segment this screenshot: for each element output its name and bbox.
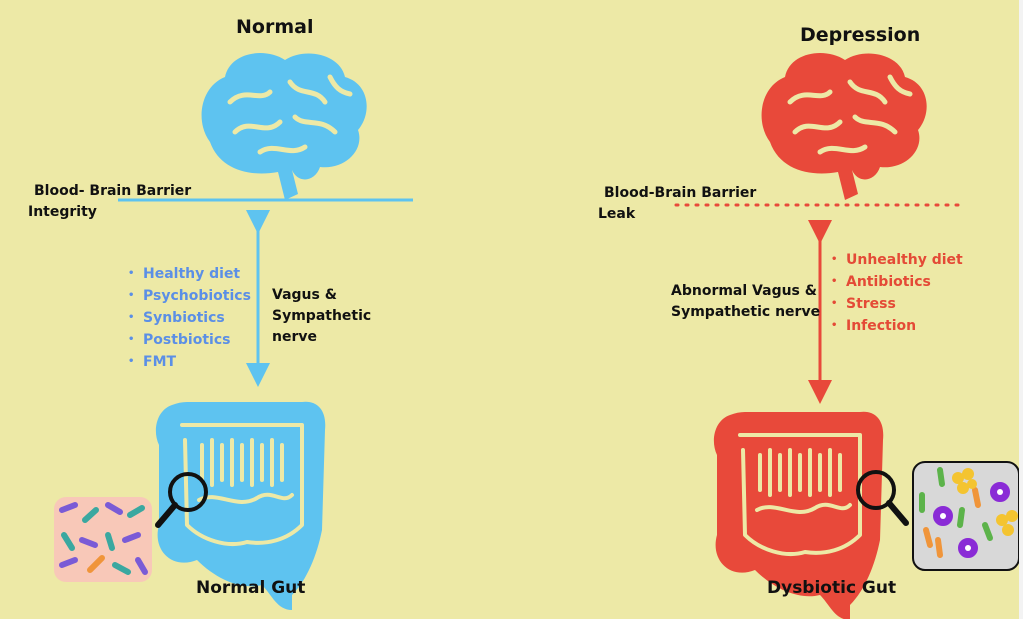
- depression-factor-item: Stress: [831, 293, 963, 315]
- normal-factor-item: Healthy diet: [128, 263, 251, 285]
- depression-factor-list: Unhealthy diet Antibiotics Stress Infect…: [831, 249, 963, 337]
- depression-factor-item: Antibiotics: [831, 271, 963, 293]
- normal-barrier-label-1: Blood- Brain Barrier: [34, 183, 192, 199]
- depression-nerve-label-1: Abnormal Vagus &: [671, 283, 817, 299]
- normal-title: Normal: [236, 16, 314, 38]
- normal-bacteria-panel: [54, 497, 152, 582]
- normal-nerve-label-2: Sympathetic: [272, 308, 372, 324]
- normal-factor-list: Healthy diet Psychobiotics Synbiotics Po…: [128, 263, 251, 373]
- depression-factor-item: Infection: [831, 315, 963, 337]
- page-edge: [1019, 0, 1023, 619]
- depression-title: Depression: [800, 24, 921, 46]
- normal-factor-item: FMT: [128, 351, 251, 373]
- depression-gut-label: Dysbiotic Gut: [767, 578, 897, 598]
- normal-brain-icon: [201, 53, 367, 200]
- normal-nerve-label-1: Vagus &: [272, 287, 337, 303]
- depression-magnifier-icon: [856, 470, 909, 526]
- depression-barrier-label-1: Blood-Brain Barrier: [604, 185, 757, 201]
- dysbiotic-bacteria-panel: [912, 461, 1020, 571]
- depression-nerve-label-2: Sympathetic nerve: [671, 304, 821, 320]
- normal-gut-label: Normal Gut: [196, 578, 306, 598]
- depression-brain-icon: [761, 53, 927, 200]
- depression-factor-item: Unhealthy diet: [831, 249, 963, 271]
- normal-nerve-label-3: nerve: [272, 329, 317, 345]
- normal-barrier-label-2: Integrity: [28, 204, 97, 220]
- normal-magnifier-icon: [155, 472, 208, 528]
- normal-factor-item: Psychobiotics: [128, 285, 251, 307]
- normal-factor-item: Postbiotics: [128, 329, 251, 351]
- normal-factor-item: Synbiotics: [128, 307, 251, 329]
- depression-barrier-label-2: Leak: [598, 206, 636, 222]
